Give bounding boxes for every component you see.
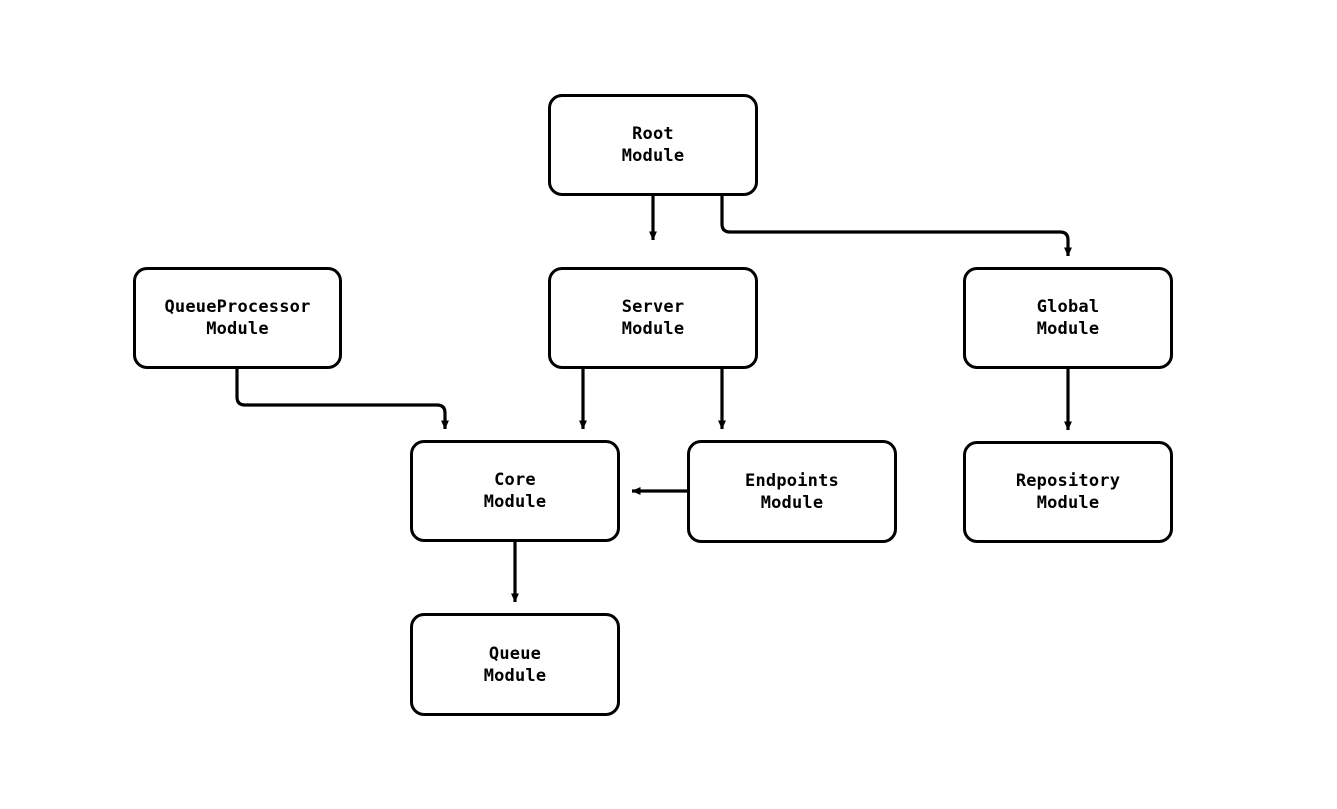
node-core[interactable]: Core Module <box>410 440 620 542</box>
node-queueprocessor-label: QueueProcessor Module <box>164 297 311 339</box>
node-root[interactable]: Root Module <box>548 94 758 196</box>
edge-queueprocessor-core <box>235 369 449 430</box>
node-repository[interactable]: Repository Module <box>963 441 1173 543</box>
node-server[interactable]: Server Module <box>548 267 758 369</box>
node-endpoints-label: Endpoints Module <box>745 470 839 513</box>
node-core-label: Core Module <box>483 470 547 512</box>
node-global-label: Global Module <box>1036 297 1100 339</box>
node-global[interactable]: Global Module <box>963 267 1173 369</box>
node-endpoints[interactable]: Endpoints Module <box>687 440 897 543</box>
edge-root-global <box>720 196 1072 257</box>
node-queueprocessor[interactable]: QueueProcessor Module <box>133 267 342 369</box>
node-queue[interactable]: Queue Module <box>410 613 620 716</box>
node-server-label: Server Module <box>621 297 685 339</box>
node-repository-label: Repository Module <box>1015 471 1121 513</box>
node-root-label: Root Module <box>621 124 685 166</box>
node-queue-label: Queue Module <box>483 643 547 686</box>
